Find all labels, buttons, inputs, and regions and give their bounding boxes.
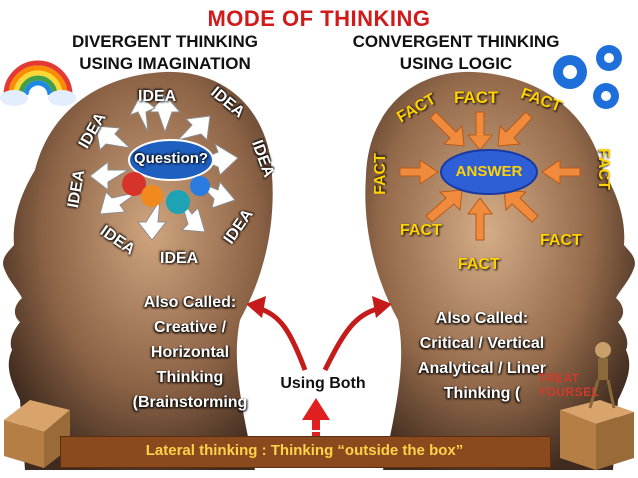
page-title: MODE OF THINKING: [207, 6, 431, 31]
using-both-label: Using Both: [280, 375, 366, 392]
red-arrows: [257, 305, 381, 372]
fact-label: FACT: [594, 148, 612, 190]
fact-label: FACT: [540, 232, 582, 249]
lateral-thinking-banner: [60, 436, 551, 468]
answer-label: ANSWER: [455, 163, 523, 180]
question-bubble: [128, 139, 214, 181]
rainbow-icon: [0, 60, 76, 106]
arrow-head-left: [246, 296, 266, 318]
divergent-arrows: [89, 94, 239, 241]
lateral-thinking-text: Lateral thinking : Thinking “outside the…: [145, 442, 464, 459]
answer-bubble: [440, 149, 538, 195]
cardboard-box-right: [560, 400, 634, 470]
question-label: Question?: [133, 150, 209, 167]
bubble-red: [122, 172, 146, 196]
convergent-arrows: [399, 111, 581, 241]
watermark: TREAT YOURSEL: [538, 371, 600, 399]
fact-label: FACT: [454, 88, 499, 107]
idea-label: IDEA: [138, 88, 177, 105]
fact-label: FACT: [371, 153, 389, 195]
up-arrow-icon: [302, 398, 330, 436]
figure-icon: [588, 342, 616, 409]
fact-label: FACT: [458, 256, 500, 273]
bubble-orange: [141, 185, 163, 207]
bubble-teal: [166, 190, 190, 214]
convergent-heading: CONVERGENT THINKING USING LOGIC: [352, 32, 560, 73]
bubble-blue: [190, 176, 210, 196]
arrow-head-right: [372, 296, 392, 318]
idea-label: IDEA: [160, 250, 199, 267]
divergent-also-called: Also Called: Creative / Horizontal Think…: [132, 294, 248, 411]
gear-icon: [553, 45, 622, 109]
convergent-also-called: Also Called: Critical / Vertical Analyti…: [417, 310, 547, 402]
fact-label: FACT: [400, 222, 442, 239]
divergent-heading: DIVERGENT THINKING USING IMAGINATION: [71, 32, 259, 73]
cardboard-box-left: [4, 400, 70, 468]
